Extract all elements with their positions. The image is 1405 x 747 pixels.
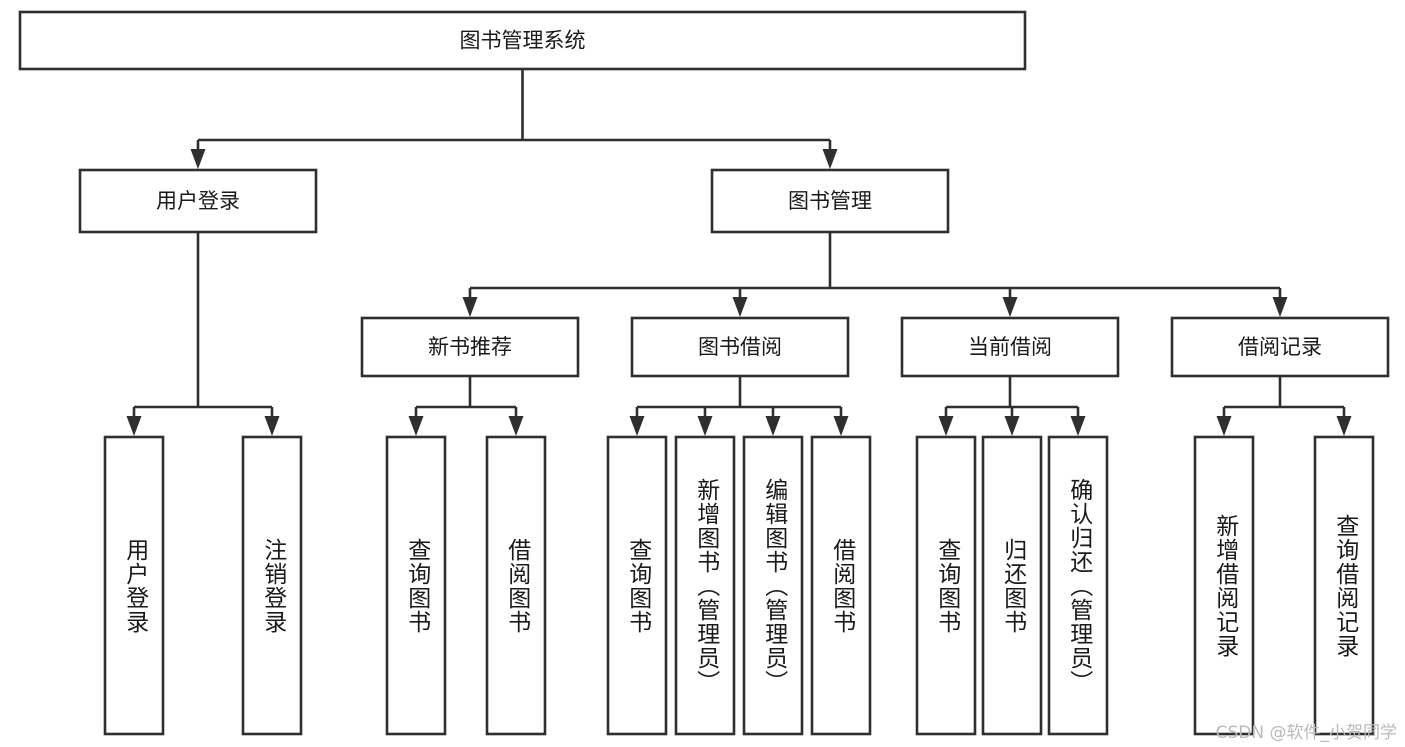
node-box-leaf-query-record[interactable] [1313,435,1375,736]
node-leaf-return-book[interactable] [981,435,1043,736]
node-box-leaf-query-book-cur[interactable] [915,435,977,736]
node-book-manage[interactable]: 图书管理 [710,168,950,234]
node-box-leaf-borrow-book[interactable] [810,435,872,736]
node-label-user-login: 用户登录 [156,189,240,213]
node-leaf-query-record[interactable] [1313,435,1375,736]
node-box-root[interactable] [18,10,1027,71]
node-box-leaf-user-logout[interactable] [241,435,303,736]
node-box-book-borrow[interactable] [630,316,850,378]
edges-layer [126,69,1352,436]
arrow-head-icon [264,416,280,436]
node-box-leaf-return-book[interactable] [981,435,1043,736]
node-book-borrow[interactable]: 图书借阅 [630,316,850,378]
arrow-head-icon [1070,416,1086,436]
node-leaf-confirm-return[interactable] [1047,435,1109,736]
arrow-head-icon [938,416,954,436]
arrow-head-icon [765,416,781,436]
node-label-new-book-rec: 新书推荐 [428,335,512,359]
node-box-leaf-query-book-borrow[interactable] [606,435,668,736]
node-leaf-user-logout[interactable] [241,435,303,736]
arrow-head-icon [833,416,849,436]
node-label-current-borrow: 当前借阅 [968,335,1052,359]
arrow-head-icon [190,149,206,169]
node-leaf-query-book-borrow[interactable] [606,435,668,736]
node-box-leaf-add-book[interactable] [674,435,736,736]
arrow-head-icon [1336,416,1352,436]
node-root[interactable]: 图书管理系统 [18,10,1027,71]
node-leaf-query-book-rec[interactable] [385,435,447,736]
arrow-head-icon [126,416,142,436]
node-user-login[interactable]: 用户登录 [78,168,318,234]
arrow-head-icon [697,416,713,436]
node-leaf-user-login[interactable] [103,435,165,736]
node-borrow-record[interactable]: 借阅记录 [1170,316,1390,378]
node-current-borrow[interactable]: 当前借阅 [900,316,1120,378]
node-box-borrow-record[interactable] [1170,316,1390,378]
node-box-leaf-user-login[interactable] [103,435,165,736]
node-leaf-edit-book[interactable] [742,435,804,736]
arrow-head-icon [629,416,645,436]
node-box-leaf-query-book-rec[interactable] [385,435,447,736]
node-box-leaf-borrow-book-rec[interactable] [485,435,547,736]
arrow-head-icon [462,297,478,317]
node-leaf-add-record[interactable] [1193,435,1255,736]
arrow-head-icon [408,416,424,436]
node-box-current-borrow[interactable] [900,316,1120,378]
arrow-head-icon [1004,416,1020,436]
node-label-book-borrow: 图书借阅 [698,335,782,359]
node-new-book-rec[interactable]: 新书推荐 [360,316,580,378]
arrow-head-icon [1002,297,1018,317]
watermark: CSDN @软件_小贺同学 [1215,723,1397,743]
node-label-book-manage: 图书管理 [788,189,872,213]
arrow-head-icon [508,416,524,436]
node-leaf-add-book[interactable] [674,435,736,736]
arrow-head-icon [1216,416,1232,436]
node-leaf-borrow-book[interactable] [810,435,872,736]
node-label-root: 图书管理系统 [460,29,586,53]
node-box-leaf-confirm-return[interactable] [1047,435,1109,736]
arrow-head-icon [1272,297,1288,317]
node-leaf-borrow-book-rec[interactable] [485,435,547,736]
node-label-borrow-record: 借阅记录 [1238,335,1322,359]
node-box-new-book-rec[interactable] [360,316,580,378]
node-leaf-query-book-cur[interactable] [915,435,977,736]
node-box-leaf-add-record[interactable] [1193,435,1255,736]
arrow-head-icon [822,149,838,169]
node-box-user-login[interactable] [78,168,318,234]
node-box-book-manage[interactable] [710,168,950,234]
arrow-head-icon [732,297,748,317]
node-box-leaf-edit-book[interactable] [742,435,804,736]
